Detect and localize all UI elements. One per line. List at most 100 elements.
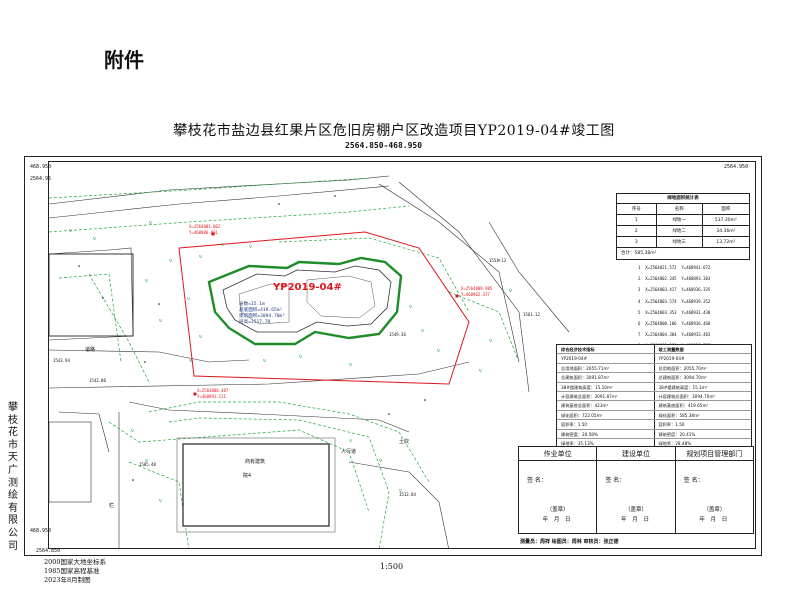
table-cell: 537.30m²: [714, 218, 737, 223]
table-header: 序号: [617, 204, 657, 214]
table-cell: 绿地三: [657, 237, 703, 247]
control-point-label: X=2564801.062 Y=468886.001: [189, 224, 221, 235]
table-cell: 绿地二: [657, 226, 703, 236]
approval-header: 作业单位: [519, 447, 597, 461]
control-point-label: X=2564809.985 Y=468962.377: [461, 286, 493, 297]
table-header: 综合经济技术指标: [561, 347, 595, 352]
svg-text:ν: ν: [145, 278, 148, 284]
embankment-label: 土坎: [399, 439, 410, 445]
seal-label: （盖章）: [624, 507, 647, 513]
svg-text:ν: ν: [421, 328, 424, 334]
control-points: [193, 232, 459, 396]
list-item: 2 X=2564802.345 Y=468893.303: [638, 276, 711, 282]
svg-text:ν: ν: [149, 220, 152, 226]
table-row: 2 绿地二 34.36m²: [617, 226, 749, 237]
svg-text:ν: ν: [409, 304, 412, 310]
svg-text:ν: ν: [349, 438, 352, 444]
site-boundary: [178, 231, 470, 385]
svg-text:ν: ν: [93, 236, 96, 242]
svg-text:ν: ν: [479, 368, 482, 374]
svg-text:ν: ν: [189, 358, 192, 364]
table-row: 1 绿地一 537.30m²: [617, 215, 749, 226]
map-title: 攀枝花市盐边县红果片区危旧房棚户区改造项目YP2019-04#竣工图: [173, 123, 615, 139]
list-item: 6 X=2564800.106 Y=468936.468: [638, 321, 711, 327]
approval-column-planning: 规划项目管理部门 签 名： （盖章） 年 月 日: [675, 447, 753, 533]
date-label: 年 月 日: [699, 517, 730, 523]
corner-label-top-left: 468.950: [30, 164, 52, 170]
list-item: 5 X=2564803.353 Y=468931.430: [638, 309, 711, 315]
date-label: 年 月 日: [542, 517, 573, 523]
elevation-label: 1561.12: [523, 312, 540, 317]
svg-text:ν: ν: [199, 334, 202, 340]
svg-text:ν: ν: [221, 242, 224, 248]
block-label: 院4: [243, 473, 252, 479]
corner-label-top-left-y: 2564.95: [30, 176, 52, 182]
table-cell: 13.72m²: [716, 240, 736, 245]
table-cell: 绿地一: [657, 215, 703, 225]
svg-text:ν: ν: [263, 358, 266, 364]
elevation-label: 1551.13: [489, 258, 506, 263]
list-item: 3 X=2564803.417 Y=468936.335: [638, 287, 711, 293]
elevation-label: 1543.94: [53, 358, 70, 363]
technical-indicators-table: 综合经济技术指标 竣工测量数据 YP2019-04#YP2019-04# 总用地…: [556, 344, 752, 459]
svg-text:ν: ν: [509, 288, 512, 294]
list-item: 7 X=2564804.384 Y=468933.483: [638, 332, 711, 338]
table-row: YP2019-04#YP2019-04#: [557, 354, 751, 364]
control-point-label: X=2564808.487 Y=468891.121: [197, 388, 229, 399]
project-label: YP2019-04#: [273, 282, 342, 293]
sidewalk-label: 人行道: [341, 449, 357, 455]
svg-text:ν: ν: [159, 318, 162, 324]
road-label: 道路: [85, 347, 96, 353]
elevation-label: 1542.80: [89, 378, 106, 383]
svg-text:ν: ν: [145, 458, 148, 464]
corner-label-bottom-left: 468.950: [30, 528, 52, 534]
corner-label-bottom-right: 2564.850: [36, 548, 61, 554]
table-row: 综合经济技术指标 竣工测量数据: [557, 345, 752, 355]
list-item: 4 X=2564803.574 Y=468939.352: [638, 298, 711, 304]
elevation-label: 1512.84: [399, 492, 416, 497]
fence-label: 栏: [109, 503, 115, 509]
svg-text:ν: ν: [249, 244, 252, 250]
approval-header: 建设单位: [597, 447, 675, 461]
svg-text:ν: ν: [131, 428, 134, 434]
attachment-label: 附件: [104, 48, 144, 72]
elevation-label: 1505.48: [139, 462, 156, 467]
table-row: 序号 名称 面积: [617, 204, 749, 215]
corner-label-top-right: 2564.950: [724, 164, 749, 170]
building-note-line: 层数=15.1m: [239, 302, 265, 307]
residential-block-west: [49, 253, 134, 337]
seal-label: （盖章）: [546, 507, 569, 513]
table-cell: 34.36m²: [716, 229, 736, 234]
map-scale: 1:500: [380, 562, 404, 571]
map-metadata: 2000国家大地坐标系 1985国家高程基准 2023年8月制图: [44, 558, 106, 585]
surveying-organization: 攀枝花市天广测绘有限公司: [8, 402, 18, 552]
made-date: 2023年8月制图: [44, 576, 91, 584]
seal-label: （盖章）: [703, 507, 726, 513]
svg-text:ν: ν: [299, 354, 302, 360]
sign-label: 签 名：: [527, 477, 547, 484]
sign-label: 签 名：: [683, 477, 704, 484]
table-header: 竣工测量数据: [653, 345, 752, 354]
table-cell: 3: [617, 237, 657, 247]
svg-text:ν: ν: [399, 488, 402, 494]
personnel-line: 测量员：周祥 绘图员：周林 审核员：张正德: [520, 539, 619, 545]
date-label: 年 月 日: [620, 517, 651, 523]
table-row: 建筑密度：20.58%建筑密度：20.41%: [557, 429, 751, 439]
building-note-line: 基底面积=419.65m²: [239, 308, 283, 313]
svg-text:ν: ν: [349, 362, 352, 368]
building-note: 层数=15.1m 基底面积=419.65m² 建筑面积=3094.70m² 层高…: [239, 302, 285, 326]
table-row: 3 绿地三 13.72m²: [617, 237, 749, 248]
table-cell: 2: [617, 226, 657, 236]
table-header: 名称: [657, 204, 703, 214]
building-note-line: 建筑面积=3094.70m²: [239, 314, 286, 319]
coordinate-list: 1 X=2564821.572 Y=468941.672 2 X=2564802…: [638, 262, 710, 352]
svg-text:ν: ν: [187, 296, 190, 302]
